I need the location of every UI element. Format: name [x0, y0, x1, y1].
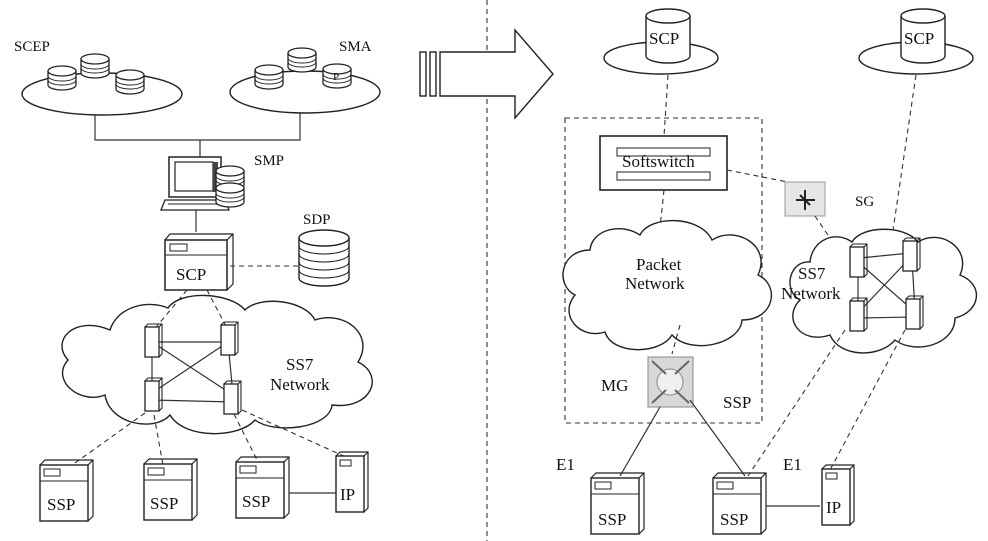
- right-scp-1-label: SCP: [649, 29, 679, 48]
- left-ss7-label-2: Network: [270, 375, 330, 394]
- right-scp-1-database-icon: [645, 8, 691, 64]
- left-ssp-3-label: SSP: [242, 492, 270, 511]
- right-diagram: SCP SCP Softswitch SG Packet: [556, 8, 978, 535]
- sdp-database-icon: [298, 229, 350, 287]
- left-ss7-ssp-links: [67, 409, 349, 469]
- left-scp-label: SCP: [176, 265, 206, 284]
- right-scp-2-label: SCP: [904, 29, 934, 48]
- evolution-arrow: [419, 28, 554, 120]
- sma-disk-mark: P: [333, 71, 339, 83]
- packet-network-cloud: [562, 219, 773, 351]
- right-ss7-cloud: [789, 228, 978, 354]
- left-ss7-mesh: [151, 341, 234, 403]
- left-ssp-2-label: SSP: [150, 494, 178, 513]
- right-ss7-mesh: [857, 252, 916, 319]
- softswitch-label: Softswitch: [622, 152, 695, 171]
- left-ss7-cloud: [61, 294, 373, 435]
- left-ssp-1-label: SSP: [47, 495, 75, 514]
- right-e1-label-1: E1: [556, 455, 575, 474]
- mg-ssp1-link: [619, 406, 661, 477]
- right-ip-label: IP: [826, 498, 841, 517]
- scep-label: SCEP: [14, 39, 50, 55]
- mg-label: MG: [601, 376, 628, 395]
- smp-label: SMP: [254, 153, 284, 169]
- sg-gateway-icon: [784, 181, 826, 217]
- left-ss7-label-1: SS7: [286, 355, 314, 374]
- scp2-ss7-link: [879, 74, 917, 319]
- ss7-ssp2-link: [747, 329, 846, 477]
- right-e1-label-2: E1: [783, 455, 802, 474]
- packet-network-label-1: Packet: [636, 255, 682, 274]
- scep-platform: [21, 72, 183, 116]
- left-diagram: SCEP P SMA SMP: [14, 39, 381, 522]
- sg-ss7-link: [814, 215, 839, 251]
- mg-ssp2-link: [689, 399, 746, 477]
- left-scp-box: [164, 233, 234, 291]
- right-ss7-label-2: Network: [781, 284, 841, 303]
- sdp-label: SDP: [303, 212, 331, 228]
- sma-label: SMA: [339, 39, 372, 55]
- right-ssp-region-label: SSP: [723, 393, 751, 412]
- right-ss7-label-1: SS7: [798, 264, 826, 283]
- scp1-softswitch-link: [663, 74, 669, 137]
- right-scp-2-database-icon: [900, 8, 946, 64]
- softswitch-box: [599, 135, 728, 191]
- sg-label: SG: [855, 194, 874, 210]
- right-ssp-2-label: SSP: [720, 510, 748, 529]
- left-ip-label: IP: [340, 485, 355, 504]
- softswitch-sg-link: [726, 169, 794, 184]
- right-ssp-1-label: SSP: [598, 510, 626, 529]
- packet-network-label-2: Network: [625, 274, 685, 293]
- sma-platform: [229, 70, 381, 114]
- mg-gateway-icon: [647, 356, 694, 408]
- smp-computer-icon: [160, 156, 245, 211]
- scp-ss7-links: [151, 289, 229, 333]
